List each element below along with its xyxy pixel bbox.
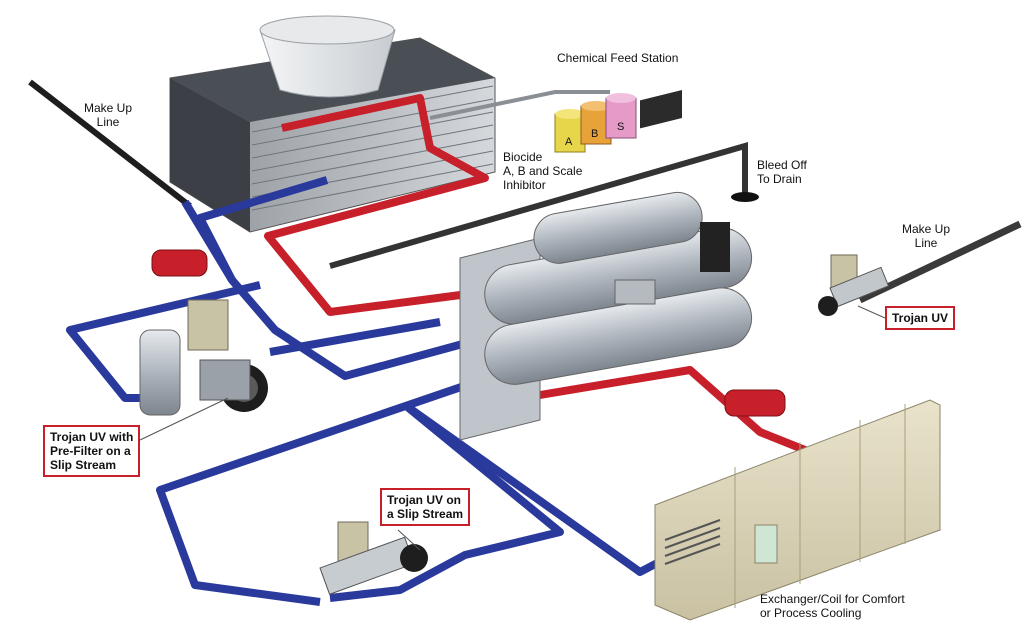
makeup-line-left: [28, 79, 192, 209]
tank-s-label: S: [617, 121, 624, 133]
bleed-off-label: Bleed Off To Drain: [757, 158, 807, 186]
cooling-tower: [169, 15, 496, 233]
uv-makeup-unit: [818, 266, 890, 316]
makeup-line-right-label: Make Up Line: [902, 222, 951, 250]
heat-exchanger: [654, 399, 941, 621]
chiller-pump: [724, 389, 786, 417]
bleed-off-line: [329, 142, 748, 269]
chemical-feed-station-label: Chemical Feed Station: [557, 51, 679, 65]
uv-slipstream-unit: [319, 536, 428, 595]
tank-b-label: B: [591, 128, 598, 140]
exchanger-label: Exchanger/Coil for Comfort or Process Co…: [760, 592, 905, 620]
drain: [731, 192, 759, 202]
trojan-uv-prefilter-callout: Trojan UV with Pre-Filter on a Slip Stre…: [43, 425, 141, 477]
trojan-uv-callout: Trojan UV: [885, 306, 956, 330]
makeup-line-right: [858, 220, 1022, 304]
prefilter-vessel: [139, 329, 181, 416]
chemical-feed-station: [554, 89, 682, 153]
chiller: [459, 191, 753, 441]
biocide-label: Biocide A, B and Scale Inhibitor: [503, 150, 583, 192]
callout-leaders: [139, 305, 886, 551]
tower-pump: [151, 249, 208, 277]
uv-prefilter-unit: [199, 359, 268, 412]
control-panels: [187, 254, 858, 563]
makeup-line-left-label: Make Up Line: [84, 101, 133, 129]
chemical-feed-lines: [429, 90, 610, 120]
trojan-uv-slipstream-callout: Trojan UV on a Slip Stream: [380, 488, 471, 526]
tank-a-label: A: [565, 136, 573, 148]
